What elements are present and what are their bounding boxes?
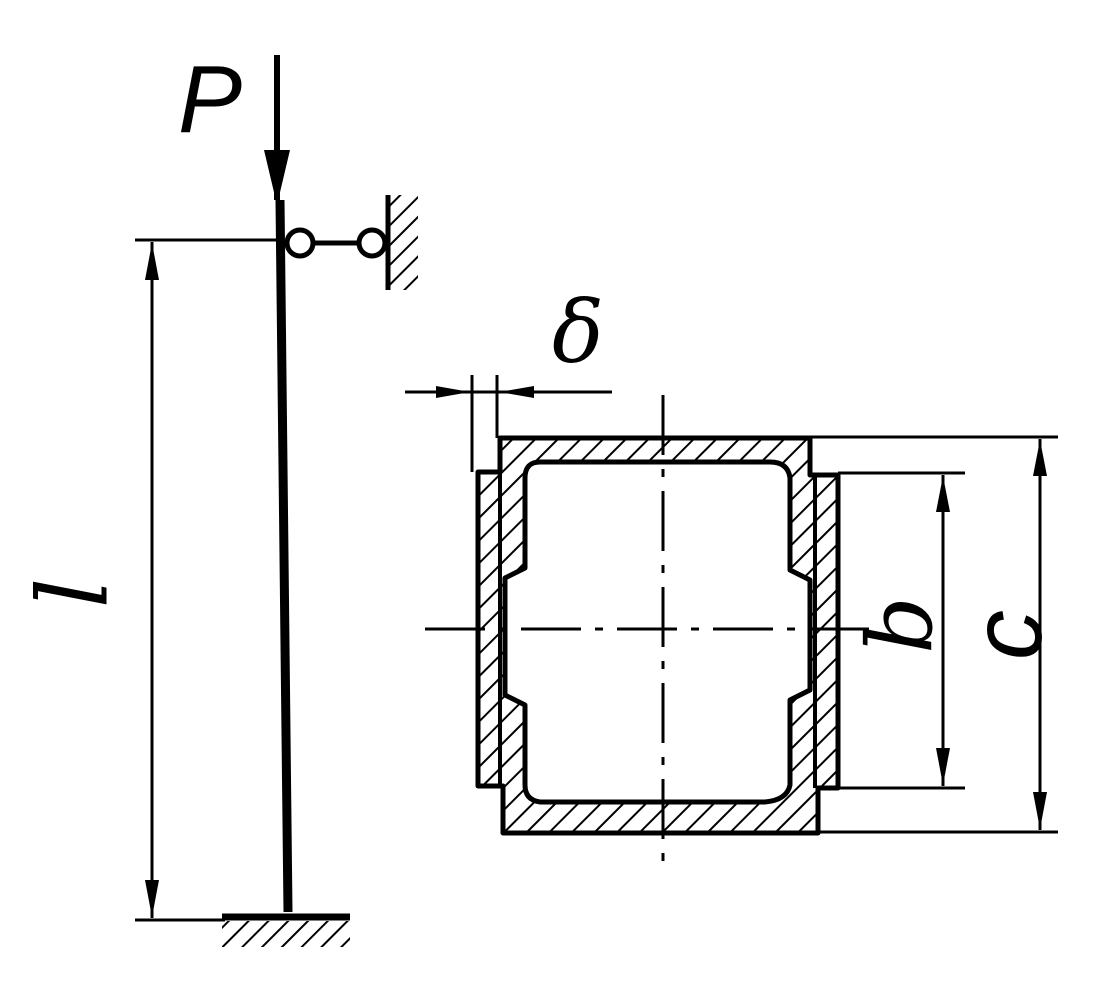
support-wall-hatch (390, 195, 418, 290)
load-arrow-head (264, 150, 290, 205)
dim-delta-arrow-right (499, 386, 534, 398)
dim-l-arrow-top (145, 243, 159, 280)
pin-joint-2 (356, 227, 388, 259)
dim-c-arrow-top (1033, 440, 1047, 476)
force-label: P (178, 46, 243, 153)
cross-section-group (405, 375, 1058, 875)
dim-b-arrow-top (936, 476, 950, 512)
thickness-label: δ (552, 283, 604, 383)
column-rod (275, 199, 293, 913)
pin-joint-1 (284, 227, 316, 259)
outer-height-label: c (951, 610, 1063, 660)
ground-hatch (222, 921, 350, 947)
column-group (135, 55, 418, 947)
dim-c-arrow-bottom (1033, 792, 1047, 829)
dim-b-arrow-bottom (936, 748, 950, 785)
section-shell (475, 435, 841, 836)
length-label: l (17, 577, 130, 609)
dim-delta-arrow-left (436, 386, 470, 398)
inner-height-label: b (847, 596, 953, 654)
dim-l-arrow-bottom (145, 880, 159, 917)
